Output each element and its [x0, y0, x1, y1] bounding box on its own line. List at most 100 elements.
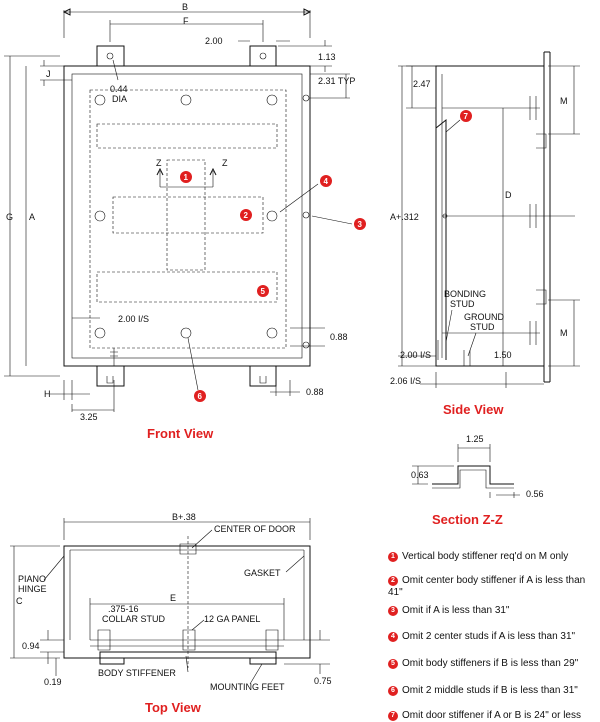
dim-A: A	[29, 212, 35, 222]
side-stud-top	[442, 96, 540, 120]
dim-G: G	[6, 212, 13, 222]
bonding-label-1: BONDING	[444, 289, 486, 299]
piano-hinge-label-1: PIANO	[18, 574, 46, 584]
side-bracket	[536, 289, 547, 305]
dim-125-line	[457, 444, 491, 462]
dim-088b-line	[270, 380, 300, 396]
top-enclosure-outline	[63, 545, 311, 659]
callout-5: 5	[257, 285, 269, 297]
section-profile	[432, 465, 514, 485]
front-hinge	[302, 341, 310, 349]
dim-094-line	[40, 630, 64, 664]
note-number: 4	[388, 632, 398, 642]
stud	[266, 210, 278, 222]
note-item: 4 Omit 2 center studs if A is less than 3…	[388, 631, 598, 643]
leader-center	[191, 529, 213, 549]
note-text: Omit center body stiffener if A is less …	[388, 575, 586, 598]
front-foot-slot	[106, 376, 114, 384]
front-top-foot-right	[249, 45, 277, 66]
body-stiffener-center	[112, 196, 264, 234]
note-item: 5 Omit body stiffeners if B is less than …	[388, 658, 598, 670]
body-stiffener-top	[96, 123, 278, 149]
dim-J: J	[46, 69, 51, 79]
dim-E-line	[89, 598, 285, 640]
stud	[94, 94, 106, 106]
side-view: 2.47 M D A+.312 M BONDING STUD GROUND ST…	[390, 51, 580, 417]
dim-150: 1.50	[494, 350, 512, 360]
leader-4	[279, 183, 319, 213]
front-bottom-foot-left	[96, 366, 125, 387]
dim-063-line	[412, 465, 454, 485]
dim-044: 0.44	[110, 84, 128, 94]
svg-text:4: 4	[324, 177, 329, 186]
note-text: Omit 2 center studs if A is less than 31…	[402, 631, 576, 642]
note-text: Omit 2 middle studs if B is less than 31…	[402, 685, 578, 696]
leader-3	[311, 215, 353, 225]
collar-label-1: .375-16	[108, 604, 139, 614]
vertical-body-stiffener	[166, 159, 206, 271]
top-panel	[90, 639, 284, 647]
front-bottom-foot-right	[249, 366, 277, 387]
dim-A312: A+.312	[390, 212, 419, 222]
note-number: 3	[388, 606, 398, 616]
gasket-label: GASKET	[244, 568, 281, 578]
section-z-arrows	[156, 167, 217, 176]
mounting-feet-label: MOUNTING FEET	[210, 682, 285, 692]
ground-label-1: GROUND	[464, 312, 504, 322]
front-view: Z Z B F 2.00 1.13 J 0.44 DIA 2.31 TYP G …	[4, 2, 366, 441]
leader-7	[445, 119, 461, 133]
dim-200: 2.00	[205, 36, 223, 46]
front-door-outline	[71, 73, 303, 359]
stud	[266, 327, 278, 339]
section-profile-inner	[432, 469, 514, 489]
door-latch	[179, 543, 197, 555]
note-text: Omit body stiffeners if B is less than 2…	[402, 658, 579, 669]
top-view: B+.38 CENTER OF DOOR PIANO HINGE GASKET …	[10, 512, 332, 715]
leader-panel	[191, 619, 205, 631]
leader-hinge	[43, 555, 65, 581]
dim-A312-line	[398, 65, 436, 367]
leader-feet	[249, 663, 263, 685]
dim-075: 0.75	[314, 676, 332, 686]
front-foot-hole	[259, 52, 267, 60]
door-stiffener	[435, 118, 447, 360]
dim-125: 1.25	[466, 434, 484, 444]
leader-044	[112, 59, 119, 81]
leader-6	[187, 337, 199, 391]
dim-C: C	[16, 596, 23, 606]
side-center-hole	[442, 213, 448, 219]
front-foot-hole	[106, 52, 114, 60]
stud	[180, 94, 192, 106]
dim-M-bottom-line	[548, 299, 580, 367]
front-foot-slot	[259, 376, 267, 384]
note-number: 6	[388, 686, 398, 696]
note-number: 7	[388, 711, 398, 721]
dim-231-line	[310, 73, 350, 99]
dim-113-line	[278, 40, 332, 72]
top-view-caption: Top View	[145, 700, 202, 715]
note-number: 5	[388, 659, 398, 669]
dim-056: 0.56	[526, 489, 544, 499]
side-stud-pins	[437, 340, 471, 366]
dim-019: 0.19	[44, 677, 62, 687]
dim-C-line	[10, 545, 60, 659]
dim-088a-line	[290, 327, 325, 347]
dim-M-top-line	[548, 65, 580, 135]
callout-2: 2	[240, 209, 252, 221]
dim-094: 0.94	[22, 641, 40, 651]
svg-text:6: 6	[198, 392, 203, 401]
z-label-left: Z	[156, 158, 162, 168]
dim-063: 0.63	[411, 470, 429, 480]
leader-stiffener	[185, 655, 189, 673]
piano-hinge-label-2: HINGE	[18, 584, 47, 594]
stud	[180, 327, 192, 339]
center-of-door-label: CENTER OF DOOR	[214, 524, 296, 534]
dim-H: H	[44, 389, 51, 399]
dim-J-line	[40, 60, 72, 86]
dim-325: 3.25	[80, 412, 98, 422]
callout-4: 4	[320, 175, 332, 187]
dim-Bp38: B+.38	[172, 512, 196, 522]
